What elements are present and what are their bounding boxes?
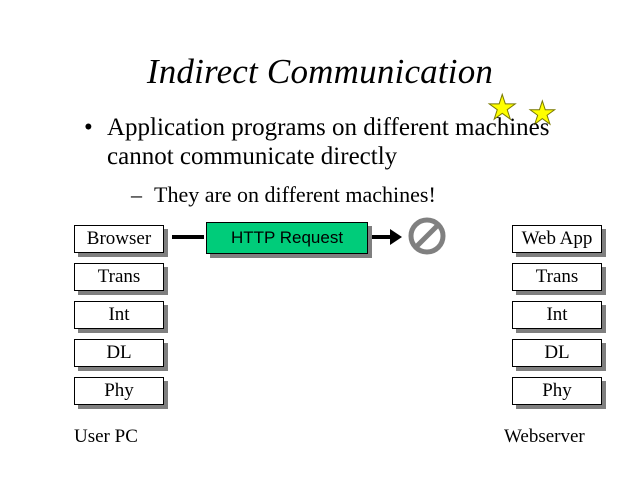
stack-box-left-phy: Phy [74,377,164,405]
star-icon: ★ [486,90,518,127]
prohibition-sign-icon [408,217,446,255]
stack-box-right-trans: Trans [512,263,602,291]
page-title: Indirect Communication [146,52,494,91]
bullet-marker: • [84,114,93,141]
star-icon: ★ [528,95,558,131]
stack-box-right-webapp: Web App [512,225,602,253]
caption-user-pc: User PC [74,426,138,447]
bullet-level-2: – They are on different machines! [131,182,551,208]
stack-box-left-browser: Browser [74,225,164,253]
caption-webserver: Webserver [504,426,585,447]
stack-box-right-int: Int [512,301,602,329]
http-request-message: HTTP Request [206,222,368,254]
stack-box-right-dl: DL [512,339,602,367]
stack-box-left-int: Int [74,301,164,329]
bullet-level-1: • Application programs on different mach… [84,113,554,171]
bullet-text: Application programs on different machin… [107,114,550,170]
stack-box-left-dl: DL [74,339,164,367]
bullet-marker: – [131,182,142,207]
stack-box-right-phy: Phy [512,377,602,405]
arrow-message-to-block-line [372,235,392,239]
stack-box-left-trans: Trans [74,263,164,291]
bullet-text: They are on different machines! [154,182,436,207]
arrow-message-to-block-head [390,229,402,245]
arrow-browser-to-message [172,235,204,239]
